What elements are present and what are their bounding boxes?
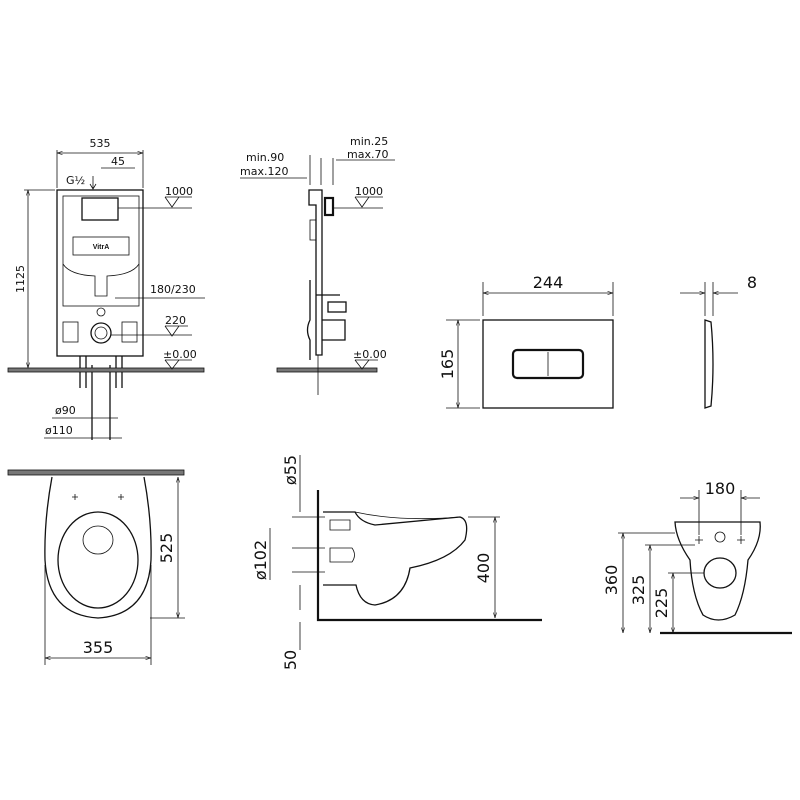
svg-text:225: 225 — [652, 588, 671, 619]
svg-text:min.25: min.25 — [350, 135, 388, 148]
svg-text:1000: 1000 — [165, 185, 193, 198]
svg-text:G½: G½ — [66, 174, 85, 187]
svg-text:360: 360 — [602, 565, 621, 596]
svg-text:50: 50 — [281, 650, 300, 670]
svg-text:180/230: 180/230 — [150, 283, 196, 296]
svg-text:1125: 1125 — [14, 265, 27, 293]
svg-text:max.70: max.70 — [347, 148, 388, 161]
svg-text:ø102: ø102 — [251, 540, 270, 580]
svg-text:325: 325 — [629, 575, 648, 606]
svg-text:535: 535 — [90, 137, 111, 150]
svg-text:244: 244 — [533, 273, 564, 292]
svg-text:400: 400 — [474, 553, 493, 584]
svg-text:min.90: min.90 — [246, 151, 284, 164]
brand-plate — [72, 236, 130, 256]
flush-buttons — [511, 348, 585, 380]
brand-logo: VitrA — [93, 244, 110, 251]
svg-text:525: 525 — [157, 533, 176, 564]
svg-text:180: 180 — [705, 479, 736, 498]
frame-side-view: min.90 max.120 min.25 max.70 1000 ±0.00 — [240, 135, 395, 395]
flush-plate-side: 8 — [680, 273, 757, 409]
bowl-front-view: 180 360 325 225 — [602, 479, 792, 635]
flush-plate-front: 244 165 — [438, 273, 614, 409]
svg-text:165: 165 — [438, 349, 457, 380]
svg-text:±0.00: ±0.00 — [163, 348, 197, 361]
svg-text:220: 220 — [165, 314, 186, 327]
svg-text:ø90: ø90 — [55, 404, 76, 417]
svg-text:ø110: ø110 — [45, 424, 73, 437]
cistern — [62, 195, 140, 307]
svg-text:±0.00: ±0.00 — [353, 348, 387, 361]
frame-front-view: VitrA 535 45 G½ 1125 1000 180/230 220 ±0… — [7, 137, 205, 440]
svg-text:8: 8 — [747, 273, 757, 292]
svg-text:355: 355 — [83, 638, 114, 657]
bowl-side-view: ø55 ø102 50 400 — [251, 455, 542, 670]
svg-text:45: 45 — [111, 155, 125, 168]
svg-text:1000: 1000 — [355, 185, 383, 198]
svg-text:max.120: max.120 — [240, 165, 288, 178]
bowl-top-view: 525 355 — [7, 469, 185, 665]
svg-text:ø55: ø55 — [281, 455, 300, 485]
